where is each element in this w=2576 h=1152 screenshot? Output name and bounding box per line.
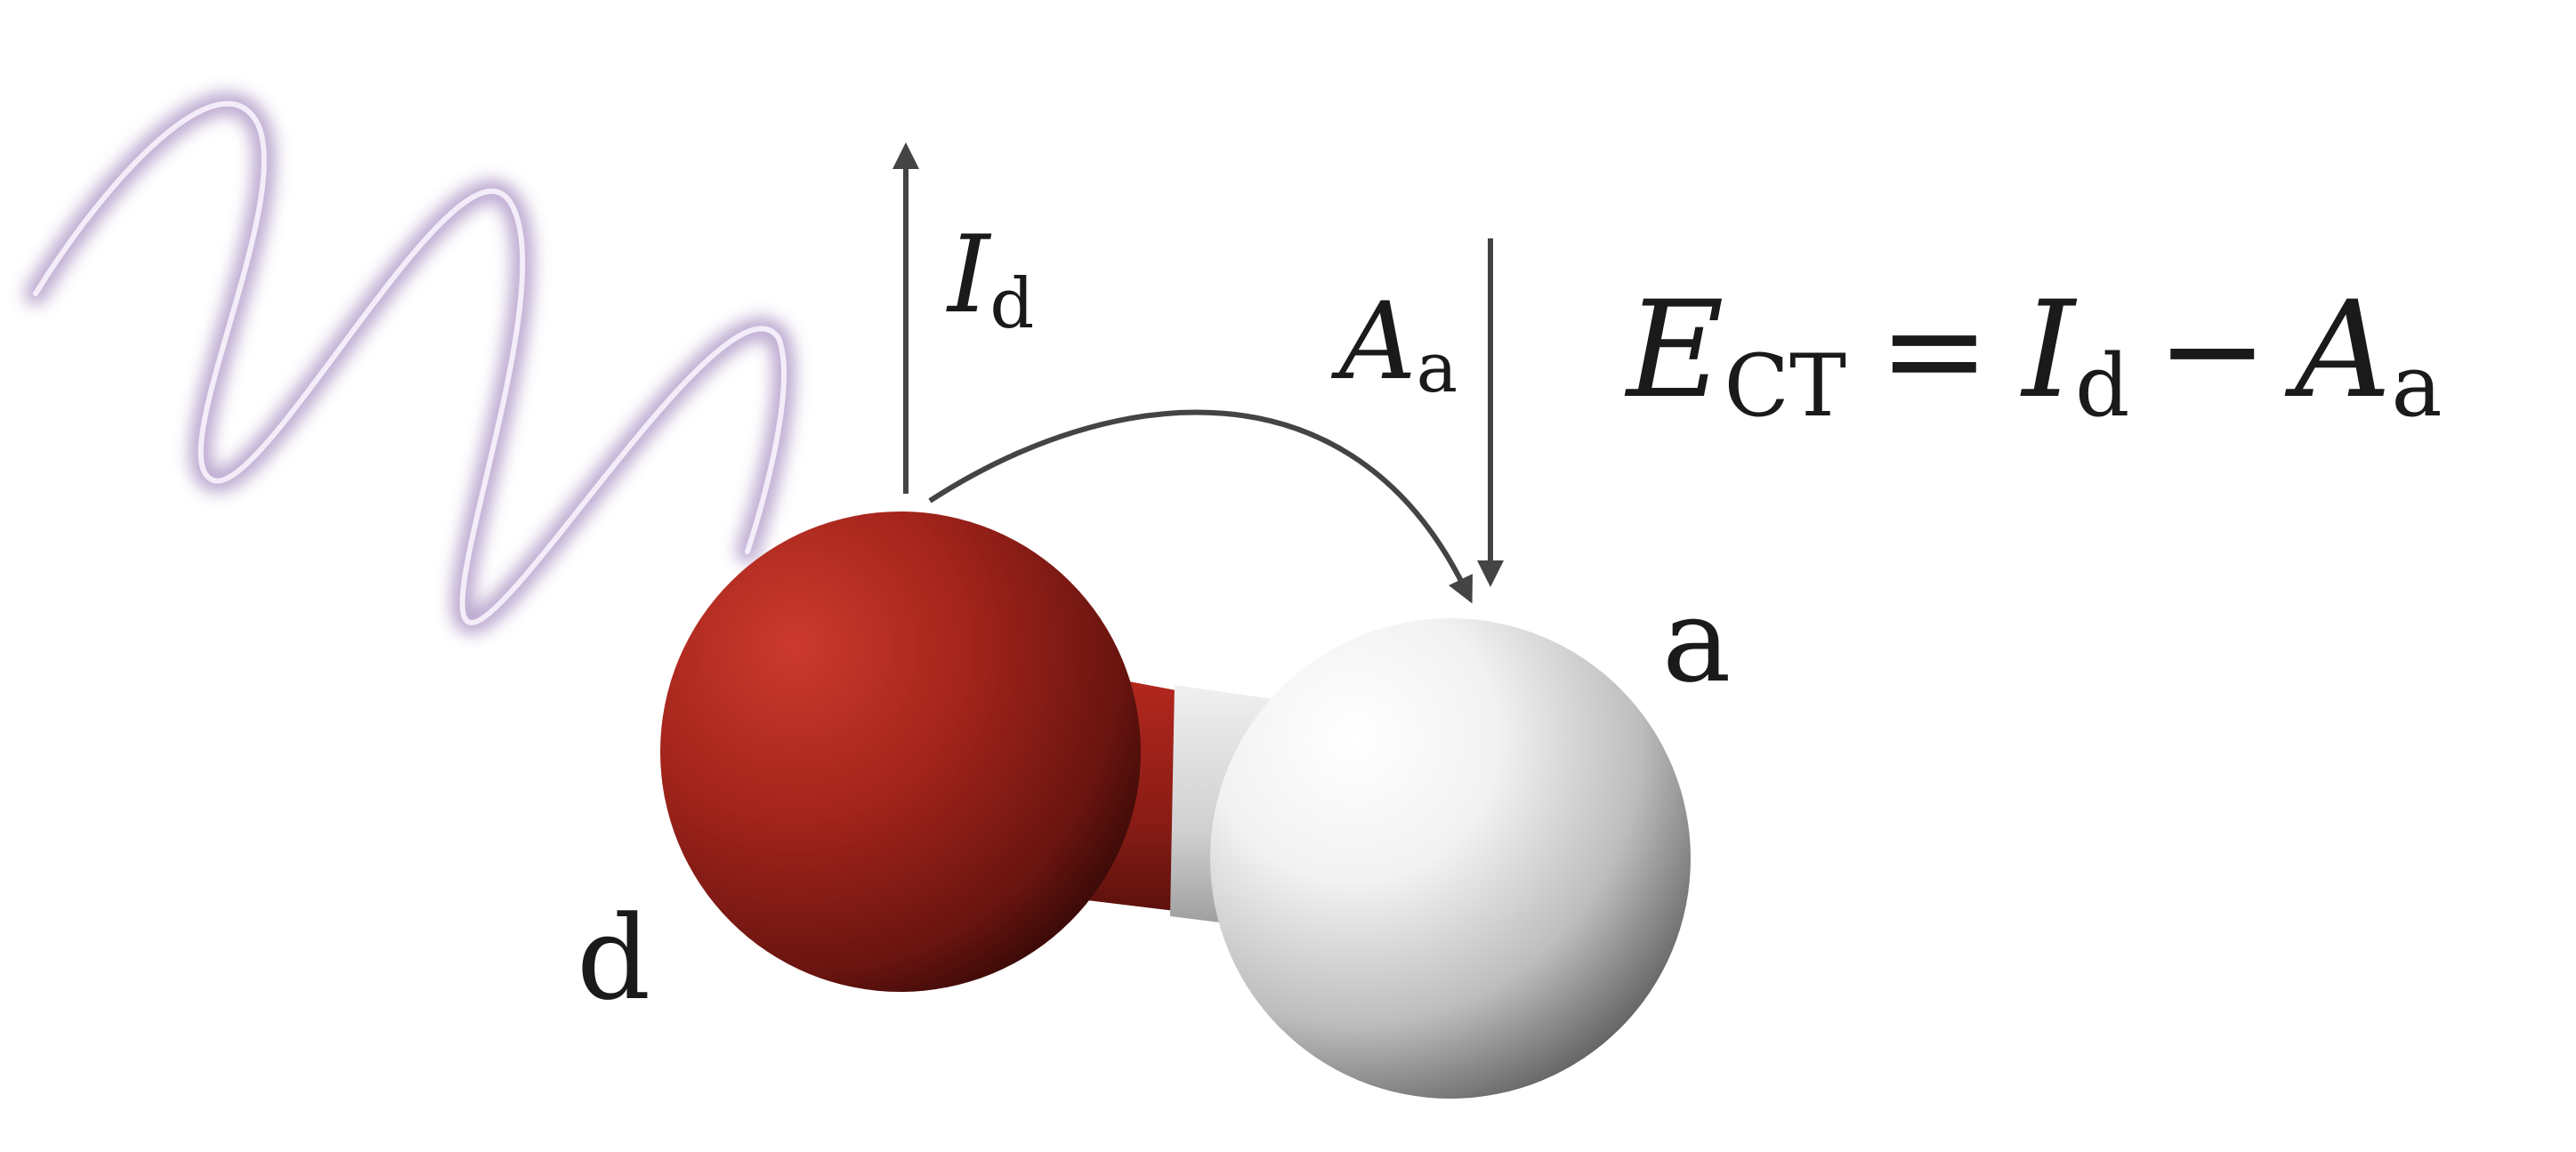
equation-term1-subscript: d bbox=[2075, 336, 2129, 436]
affinity-symbol: A bbox=[1330, 280, 1417, 404]
charge-transfer-equation: ECT =Id−Aa bbox=[1624, 273, 2443, 436]
equation-lhs-symbol: E bbox=[1624, 273, 1724, 428]
wavy-photon-icon bbox=[24, 92, 795, 635]
ionization-symbol: I bbox=[946, 213, 992, 337]
charge-transfer-arrow bbox=[928, 409, 1473, 604]
acceptor-atom bbox=[1210, 618, 1691, 1099]
donor-atom bbox=[660, 512, 1141, 992]
ionization-subscript: d bbox=[989, 264, 1034, 344]
acceptor-label: a bbox=[1662, 573, 1732, 708]
equation-minus: − bbox=[2156, 273, 2268, 428]
ionization-label: Id bbox=[946, 213, 1034, 344]
affinity-subscript: a bbox=[1417, 328, 1458, 408]
equation-lhs-subscript: CT bbox=[1724, 336, 1846, 436]
equation-term2-symbol: A bbox=[2284, 273, 2391, 428]
equation-term1-symbol: I bbox=[2020, 273, 2078, 428]
affinity-label: Aa bbox=[1330, 280, 1458, 408]
equation-equals: = bbox=[1878, 273, 1991, 428]
donor-label: d bbox=[577, 890, 650, 1026]
equation-term2-subscript: a bbox=[2391, 336, 2442, 436]
